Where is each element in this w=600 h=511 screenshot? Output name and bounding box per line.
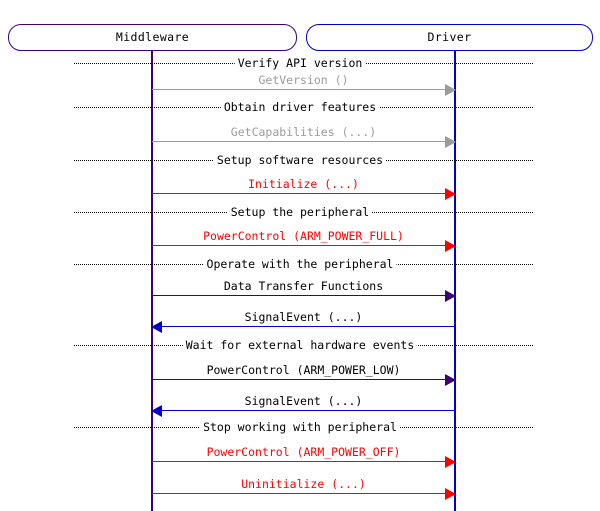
arrowhead-icon: [445, 373, 456, 386]
section-divider: Wait for external hardware events: [0, 337, 600, 353]
section-label: Setup the peripheral: [227, 204, 373, 220]
message-arrow[interactable]: PowerControl (ARM_POWER_FULL): [152, 222, 456, 252]
message-line: [152, 295, 455, 296]
message-arrow[interactable]: PowerControl (ARM_POWER_OFF): [152, 438, 456, 468]
section-divider: Verify API version: [0, 55, 600, 71]
message-label: Uninitialize (...): [241, 476, 366, 491]
message-line: [152, 245, 455, 246]
section-divider: Setup the peripheral: [0, 204, 600, 220]
section-label: Obtain driver features: [220, 99, 380, 115]
section-label: Setup software resources: [213, 152, 387, 168]
message-label: GetCapabilities (...): [230, 124, 377, 139]
arrowhead-icon: [445, 187, 456, 200]
message-label: PowerControl (ARM_POWER_FULL): [203, 228, 404, 243]
message-line: [152, 89, 455, 90]
message-arrow[interactable]: GetVersion (): [152, 66, 456, 96]
section-label: Stop working with peripheral: [200, 419, 400, 435]
arrowhead-icon: [445, 487, 456, 500]
arrowhead-icon: [445, 135, 456, 148]
message-label: SignalEvent (...): [244, 309, 363, 324]
message-label: SignalEvent (...): [244, 393, 363, 408]
arrowhead-icon: [445, 289, 456, 302]
message-arrow[interactable]: Initialize (...): [152, 170, 456, 200]
participant-driver-label: Driver: [427, 29, 472, 44]
message-line: [152, 410, 455, 411]
message-arrow[interactable]: PowerControl (ARM_POWER_LOW): [152, 356, 456, 386]
message-label: PowerControl (ARM_POWER_LOW): [206, 362, 401, 377]
message-label: PowerControl (ARM_POWER_OFF): [206, 444, 401, 459]
section-divider: Setup software resources: [0, 152, 600, 168]
arrowhead-icon: [445, 239, 456, 252]
section-divider: Stop working with peripheral: [0, 419, 600, 435]
message-line: [152, 326, 455, 327]
section-label: Verify API version: [234, 55, 366, 71]
message-line: [152, 141, 455, 142]
message-line: [152, 193, 455, 194]
message-arrow[interactable]: SignalEvent (...): [151, 303, 455, 333]
arrowhead-icon: [445, 455, 456, 468]
section-label: Wait for external hardware events: [182, 337, 418, 353]
participant-middleware[interactable]: Middleware: [8, 24, 297, 51]
participant-driver[interactable]: Driver: [306, 24, 593, 51]
section-label: Operate with the peripheral: [203, 256, 397, 272]
message-line: [152, 493, 455, 494]
arrowhead-icon: [445, 83, 456, 96]
message-arrow[interactable]: Data Transfer Functions: [152, 272, 456, 302]
message-label: Data Transfer Functions: [223, 278, 384, 293]
message-arrow[interactable]: SignalEvent (...): [151, 387, 455, 417]
section-divider: Operate with the peripheral: [0, 256, 600, 272]
participant-middleware-label: Middleware: [115, 29, 190, 44]
message-label: Initialize (...): [248, 176, 359, 191]
arrowhead-icon: [151, 320, 162, 333]
message-arrow[interactable]: Uninitialize (...): [152, 470, 456, 500]
message-arrow[interactable]: GetCapabilities (...): [152, 118, 456, 148]
lifeline-driver: [454, 51, 456, 511]
lifeline-middleware: [151, 51, 153, 511]
message-line: [152, 379, 455, 380]
message-line: [152, 461, 455, 462]
arrowhead-icon: [151, 404, 162, 417]
section-divider: Obtain driver features: [0, 99, 600, 115]
message-label: GetVersion (): [258, 72, 349, 87]
